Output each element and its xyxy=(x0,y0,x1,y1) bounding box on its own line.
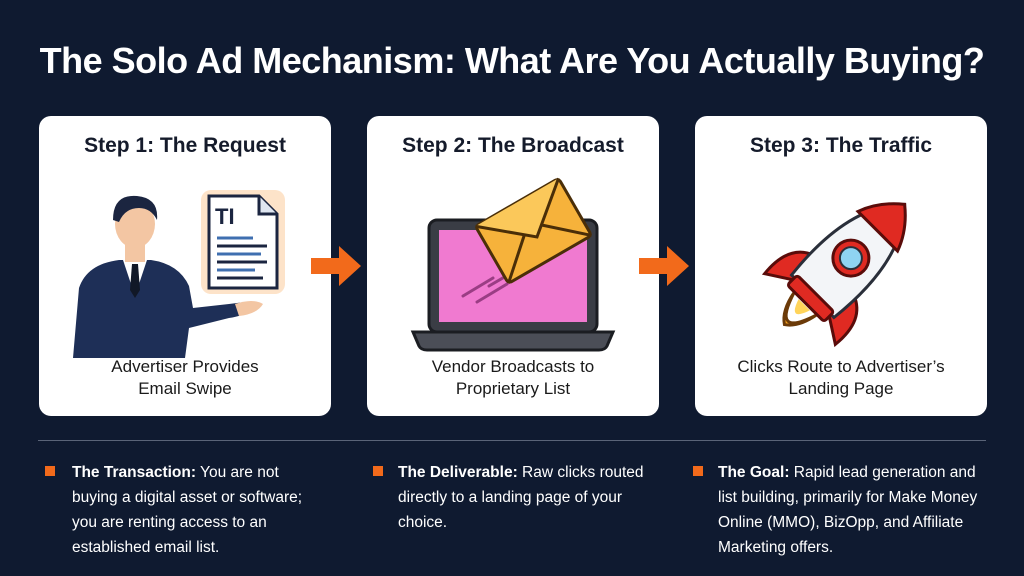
document-icon: TI xyxy=(207,194,279,290)
advertiser-with-document-icon: TI xyxy=(73,190,285,358)
note-goal: The Goal: Rapid lead generation and list… xyxy=(718,460,988,560)
step-caption: Clicks Route to Advertiser’s Landing Pag… xyxy=(695,356,987,400)
divider xyxy=(38,440,986,441)
bullet-marker xyxy=(373,466,383,476)
page-title: The Solo Ad Mechanism: What Are You Actu… xyxy=(39,40,985,81)
svg-text:TI: TI xyxy=(215,204,235,229)
note-label: The Deliverable: xyxy=(398,464,518,481)
caption-line: Proprietary List xyxy=(455,379,571,398)
step-caption: Advertiser Provides Email Swipe xyxy=(39,356,331,400)
laptop-envelope-icon xyxy=(410,177,616,352)
step-card-traffic: Step 3: The Traffic Clicks Route to Adve… xyxy=(695,116,987,416)
caption-line: Email Swipe xyxy=(138,379,232,398)
note-text: Raw clicks routed directly to a landing … xyxy=(398,464,644,531)
rocket-icon xyxy=(761,202,907,348)
arrow-right-icon xyxy=(639,246,689,286)
caption-line: Clicks Route to Advertiser’s xyxy=(737,357,945,376)
envelope-icon xyxy=(475,177,592,284)
step-card-broadcast: Step 2: The Broadcast Vendor Broadcasts … xyxy=(367,116,659,416)
caption-line: Landing Page xyxy=(788,379,894,398)
step-card-request: Step 1: The Request TI Advertiser Pr xyxy=(39,116,331,416)
bullet-marker xyxy=(45,466,55,476)
caption-line: Vendor Broadcasts to xyxy=(431,357,595,376)
step-title: Step 1: The Request xyxy=(84,134,286,157)
note-text: You are not buying a digital asset or so… xyxy=(72,464,303,556)
note-transaction: The Transaction: You are not buying a di… xyxy=(72,460,312,560)
note-label: The Transaction: xyxy=(72,464,197,481)
bullet-marker xyxy=(693,466,703,476)
caption-line: Advertiser Provides xyxy=(111,357,259,376)
note-deliverable: The Deliverable: Raw clicks routed direc… xyxy=(398,460,648,535)
step-title: Step 2: The Broadcast xyxy=(402,134,624,157)
arrow-right-icon xyxy=(311,246,361,286)
step-caption: Vendor Broadcasts to Proprietary List xyxy=(367,356,659,400)
note-label: The Goal: xyxy=(718,464,790,481)
step-title: Step 3: The Traffic xyxy=(749,134,933,157)
note-text: Rapid lead generation and list building,… xyxy=(718,464,978,556)
advertiser-icon xyxy=(73,195,263,358)
